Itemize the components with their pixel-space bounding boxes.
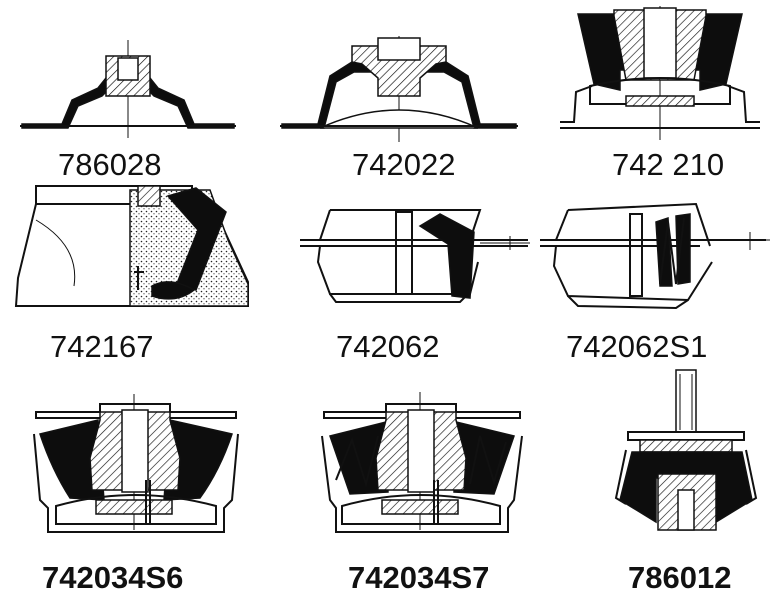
part-label-742062: 742062 — [336, 329, 440, 364]
part-label-742022: 742022 — [352, 147, 456, 182]
drawing-742034S6 — [33, 394, 239, 533]
part-label-742062S1: 742062S1 — [566, 329, 708, 364]
part-label-786012: 786012 — [628, 560, 732, 595]
part-label-742034S7: 742034S7 — [348, 560, 490, 595]
drawing-742167 — [14, 185, 249, 307]
drawing-742-210 — [560, 6, 760, 140]
part-label-742034S6: 742034S6 — [42, 560, 184, 595]
part-label-742167: 742167 — [50, 329, 154, 364]
part-label-786028: 786028 — [58, 147, 162, 182]
drawing-742062 — [300, 209, 530, 303]
drawing-786012 — [614, 369, 758, 531]
drawing-786028 — [20, 40, 236, 138]
part-label-742-210: 742 210 — [612, 147, 725, 182]
drawing-742022 — [280, 36, 518, 142]
drawing-742062S1 — [540, 202, 770, 310]
drawing-742034S7 — [321, 392, 523, 533]
